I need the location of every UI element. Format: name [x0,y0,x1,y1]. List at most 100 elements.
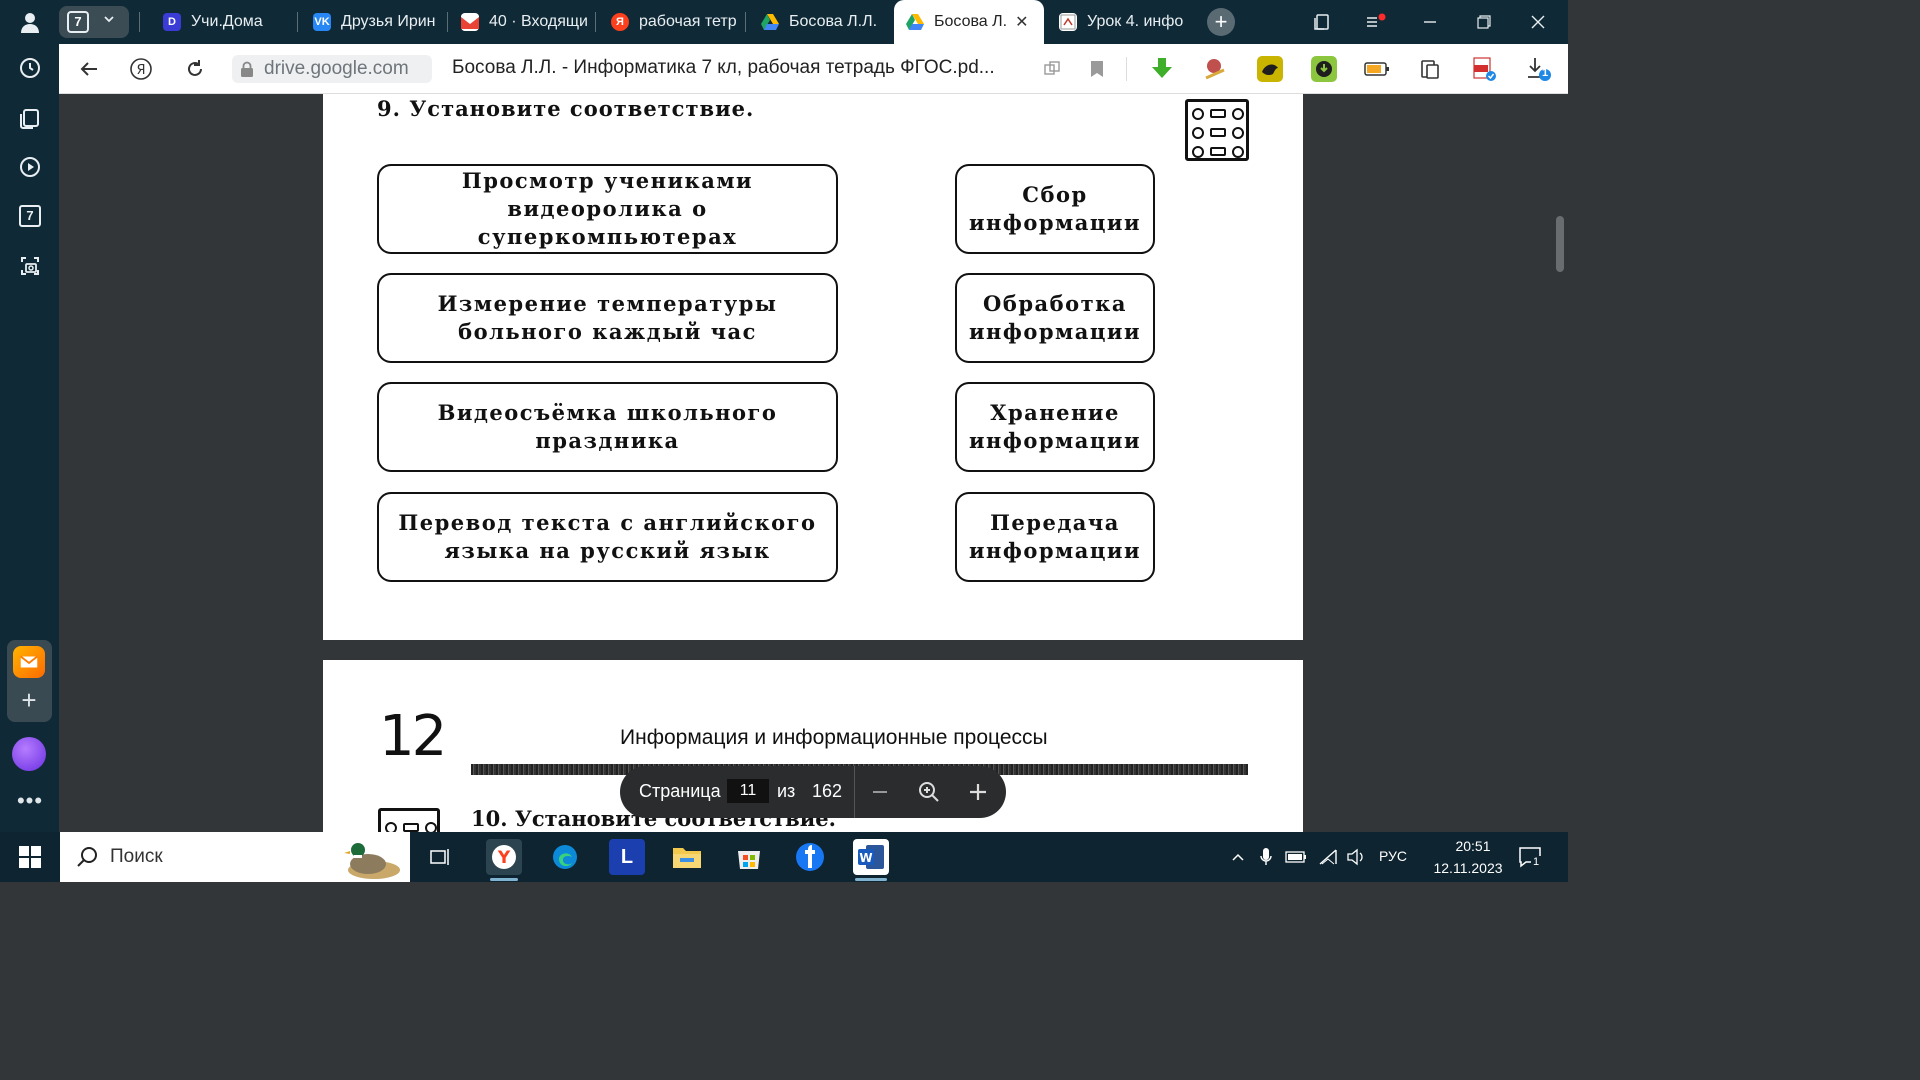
taskbar-search[interactable]: Поиск [60,832,410,882]
word-icon[interactable]: W [853,839,889,875]
sidebar-dock: + [7,640,52,722]
facebook-icon[interactable] [792,839,828,875]
screenshot-icon[interactable] [12,248,48,284]
bookmarks-panel-icon[interactable] [1297,0,1347,44]
volume-icon[interactable] [1345,846,1367,868]
tab-label: Друзья Ирин [341,13,436,30]
right-item-1: Сбор информации [955,164,1155,254]
tab-label: Учи.Дома [191,13,263,30]
page-total: 162 [812,781,843,801]
matching-task-icon [378,808,440,832]
svg-text:Y: Y [497,848,511,868]
address-bar: Я drive.google.com Босова Л.Л. - Информа… [59,44,1568,94]
clock-time[interactable]: 20:51 [1455,838,1491,854]
add-icon[interactable]: + [21,685,37,715]
reload-icon[interactable] [179,53,211,85]
tab-lesson-4[interactable]: Урок 4. инфо [1047,0,1187,44]
zoom-out-icon[interactable] [864,776,896,808]
clipboard-extension-icon[interactable] [1417,56,1443,82]
translate-icon[interactable] [1036,53,1068,85]
tab-gmail[interactable]: 40 · Входящи [449,0,589,44]
chapter-title: Информация и информационные процессы [620,726,1048,749]
battery-icon[interactable] [1285,846,1307,868]
scrollbar-thumb[interactable] [1556,216,1564,272]
restore-icon[interactable] [1459,0,1509,44]
tab-uchi-doma[interactable]: D Учи.Дома [151,0,291,44]
back-icon[interactable] [73,53,105,85]
battery-extension-icon[interactable] [1364,56,1390,82]
yandex-icon: Я [611,13,629,31]
video-icon[interactable] [12,149,48,185]
yandex-browser-icon[interactable]: Y [486,839,522,875]
notification-count: 1 [1531,856,1542,868]
right-item-4: Передача информации [955,492,1155,582]
pdf-extension-icon[interactable] [1471,56,1497,82]
microphone-icon[interactable] [1255,846,1277,868]
page-toolbar: Страница из 162 [620,766,1006,818]
tab-counter-button[interactable]: 7 [59,6,129,38]
profile-icon[interactable] [12,4,48,40]
task-view-icon[interactable] [423,839,459,875]
file-explorer-icon[interactable] [669,839,705,875]
pdf-page: 12 Информация и информационные процессы … [323,660,1303,832]
tab-separator [745,12,746,32]
right-item-3: Хранение информации [955,382,1155,472]
page-number: 12 [379,704,447,769]
mail-icon[interactable] [13,646,45,678]
savefrom-extension-icon[interactable] [1311,56,1337,82]
yandex-logo-icon[interactable]: Я [125,53,157,85]
more-icon[interactable]: ••• [16,788,44,813]
downloads-icon[interactable]: 1 [1525,56,1551,82]
tab-vk-friends[interactable]: VK Друзья Ирин [301,0,441,44]
bookmark-icon[interactable] [1081,53,1113,85]
notification-icon[interactable]: 1 [1517,844,1543,870]
task-heading: 9. Установите соответствие. [377,96,755,121]
clock-date[interactable]: 12.11.2023 [1433,860,1503,876]
tools-extension-icon[interactable] [1202,56,1228,82]
lock-icon [240,61,254,77]
url-domain: drive.google.com [264,58,409,79]
download-extension-icon[interactable] [1149,56,1175,82]
right-item-text: Хранение информации [968,400,1142,453]
microsoft-store-icon[interactable] [731,839,767,875]
tab-yandex-workbook[interactable]: Я рабочая тетр [599,0,739,44]
edge-icon[interactable] [547,839,583,875]
tab-count-icon[interactable]: 7 [12,198,48,234]
tab-separator [297,12,298,32]
zoom-icon[interactable] [913,776,945,808]
right-item-text: Обработка информации [968,291,1142,344]
page-of-label: из [777,781,796,801]
collections-icon[interactable] [12,100,48,136]
page-number-input[interactable] [727,779,769,803]
close-window-icon[interactable] [1513,0,1563,44]
tab-separator [447,12,448,32]
vk-icon: VK [313,13,331,31]
bird-extension-icon[interactable] [1257,56,1283,82]
tab-drive-bosova-1[interactable]: Босова Л.Л. [749,0,889,44]
left-item-text: Видеосъёмка школьного праздника [437,400,778,453]
left-item-4: Перевод текста с английского языка на ру… [377,492,838,582]
minimize-icon[interactable] [1405,0,1455,44]
right-item-text: Передача информации [968,510,1142,563]
toolbar-divider [854,766,855,818]
l-app-icon[interactable]: L [609,839,645,875]
page-title: Босова Л.Л. - Информатика 7 кл, рабочая … [452,57,995,78]
windows-start-icon[interactable] [10,841,50,873]
tab-drive-bosova-active[interactable]: Босова Л. ✕ [894,0,1044,44]
google-drive-icon [906,13,924,31]
alice-icon[interactable] [12,737,46,771]
tab-strip: 7 D Учи.Дома VK Друзья Ирин 40 · Входящи… [59,0,1568,44]
tab-count-value: 7 [19,205,41,227]
history-icon[interactable] [12,50,48,86]
menu-icon[interactable] [1351,0,1401,44]
url-field[interactable]: drive.google.com [232,55,432,83]
gmail-icon [461,13,479,31]
close-icon[interactable]: ✕ [1015,14,1029,31]
chevron-up-icon[interactable] [1227,846,1249,868]
language-indicator[interactable]: РУС [1379,848,1408,864]
new-tab-button[interactable]: + [1207,8,1235,36]
wifi-icon[interactable] [1317,846,1339,868]
zoom-in-icon[interactable] [962,776,994,808]
pdf-viewer[interactable]: 9. Установите соответствие. Просмотр уче… [59,94,1568,832]
tab-label: Босова Л. [934,13,1008,30]
